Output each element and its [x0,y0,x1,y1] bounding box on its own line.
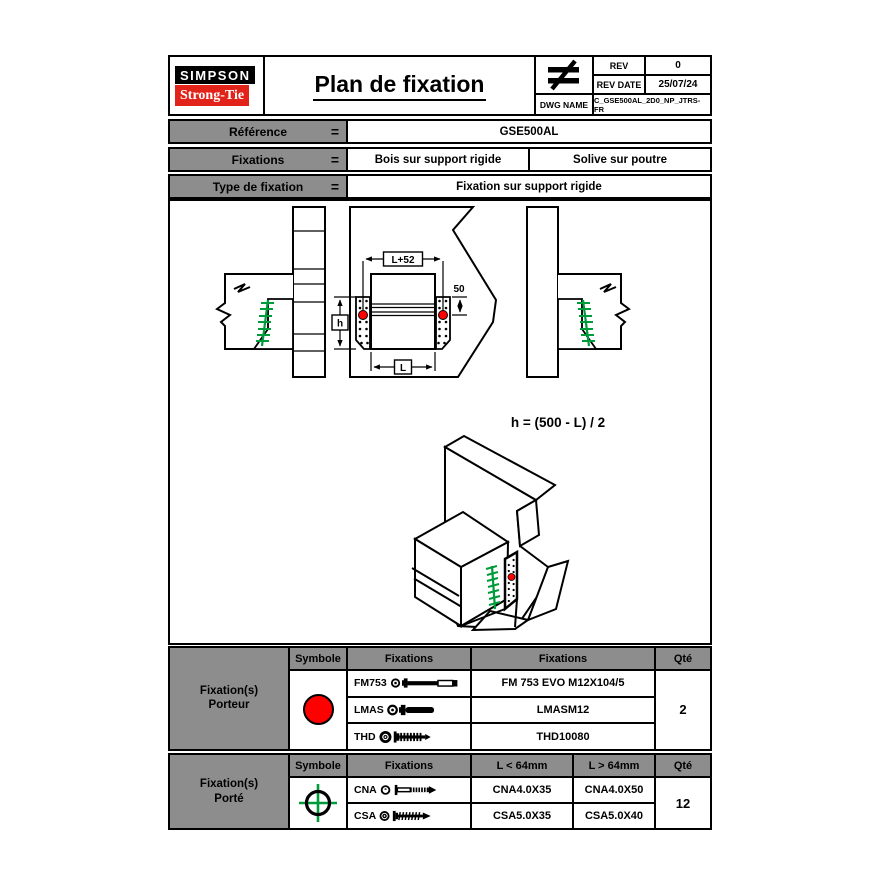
header-qty: Qté [656,755,710,776]
dim-label-offset: 50 [453,284,465,295]
header-length-long: L > 64mm [574,755,654,776]
sheet: SIMPSON Strong-Tie Plan de fixation REV … [168,55,712,835]
rev-label: REV [594,57,644,74]
table-row: THD [348,724,470,749]
reference-value: GSE500AL [499,125,559,138]
page-title-text: Plan de fixation [312,71,487,101]
dimension-height: h [331,296,356,350]
front-view: L+52 50 h [331,206,498,378]
side-view-left [215,206,326,378]
rev-date-label: REV DATE [594,76,644,93]
revision-block: REV 0 REV DATE 25/07/24 DWG NAME C_GSE50… [534,57,710,114]
fixation-type-label-cell: Type de fixation = [170,176,348,197]
nail-holes-right [437,299,448,345]
rev-date-value: 25/07/24 [646,76,710,93]
porteur-table-label: Fixation(s) Porteur [170,648,288,749]
side-view-right [526,206,631,378]
table-row: FM753 [348,671,470,696]
lmas-bolt-icon [386,704,434,716]
rev-value: 0 [646,57,710,74]
porteur-symbol-cell [290,671,346,749]
cna-nail-icon [380,784,437,796]
page-title: Plan de fixation [265,57,534,114]
equals-sign: = [330,150,339,167]
strongtie-logo-text: Strong-Tie [175,84,250,106]
fixation-type-row: Type de fixation = Fixation sur support … [168,174,712,199]
table-row: LMAS [348,697,470,723]
porteur-symbol-red-dot [302,694,334,726]
height-formula: h = (500 - L) / 2 [511,415,605,430]
nail-holes-left [358,299,369,345]
fixations-value-left: Bois sur support rigide [374,153,502,166]
fixation-type-label: Type de fixation [212,179,304,194]
dwg-name-label: DWG NAME [536,95,592,114]
dim-label-width: L+52 [391,255,415,266]
porte-qty: 12 [656,778,710,828]
porteur-qty: 2 [656,671,710,749]
table-row-reference: THD10080 [472,724,654,749]
iso-bolt-marker [507,573,516,581]
simpson-logo: SIMPSON Strong-Tie [170,57,265,114]
bolt-marker-left [358,310,368,320]
porteur-fixations-table: Fixation(s) Porteur Symbole Fixations Fi… [168,646,712,751]
fixations-label: Fixations [231,152,285,167]
porte-fixations-table: Fixation(s) Porté Symbole Fixations L < … [168,753,712,830]
dwg-name-value: C_GSE500AL_2D0_NP_JTRS-FR [594,95,710,114]
fixation-type-value: Fixation sur support rigide [456,180,602,193]
simpson-logo-text: SIMPSON [175,65,256,84]
header-fixations: Fixations [348,648,470,669]
bolt-marker-right [438,310,448,320]
reference-label-cell: Référence = [170,121,348,142]
technical-drawing: L+52 50 h [215,206,631,632]
fixations-label-cell: Fixations = [170,149,348,170]
table-row-ref-long: CNA4.0X50 [574,778,654,802]
thd-screw-icon [379,730,431,743]
porte-table-label: Fixation(s) Porté [170,755,288,828]
dim-label-height: h [337,319,343,330]
title-block: SIMPSON Strong-Tie Plan de fixation REV … [168,55,712,116]
header-fixations-reference: Fixations [472,648,654,669]
dimension-length: L [370,352,436,375]
table-row: CNA [348,778,470,802]
header-symbole: Symbole [290,648,346,669]
projection-symbol-icon [536,57,592,93]
dim-label-length: L [400,363,406,374]
fixations-row: Fixations = Bois sur support rigide Soli… [168,147,712,172]
table-row-reference: LMASM12 [472,697,654,723]
table-row-ref-long: CSA5.0X40 [574,804,654,828]
table-row-reference: FM 753 EVO M12X104/5 [472,671,654,696]
technical-drawing-area: L+52 50 h [168,199,712,645]
header-symbole: Symbole [290,755,346,776]
table-row-ref-short: CSA5.0X35 [472,804,572,828]
header-qty: Qté [656,648,710,669]
equals-sign: = [330,177,339,194]
porte-symbol-cell [290,778,346,828]
iso-nail-holes [507,558,515,603]
equals-sign: = [330,122,339,139]
isometric-view [411,434,570,632]
csa-screw-icon [379,810,431,822]
dimension-width: L+52 [362,251,444,310]
table-row-ref-short: CNA4.0X35 [472,778,572,802]
porte-symbol-crosshair [299,784,337,822]
reference-row: Référence = GSE500AL [168,119,712,144]
dimension-offset-50: 50 [452,284,467,316]
header-fixations: Fixations [348,755,470,776]
fixations-value-right: Solive sur poutre [528,149,710,170]
fm753-bolt-icon [390,678,458,688]
header-length-short: L < 64mm [472,755,572,776]
reference-label: Référence [228,124,288,139]
table-row: CSA [348,804,470,828]
